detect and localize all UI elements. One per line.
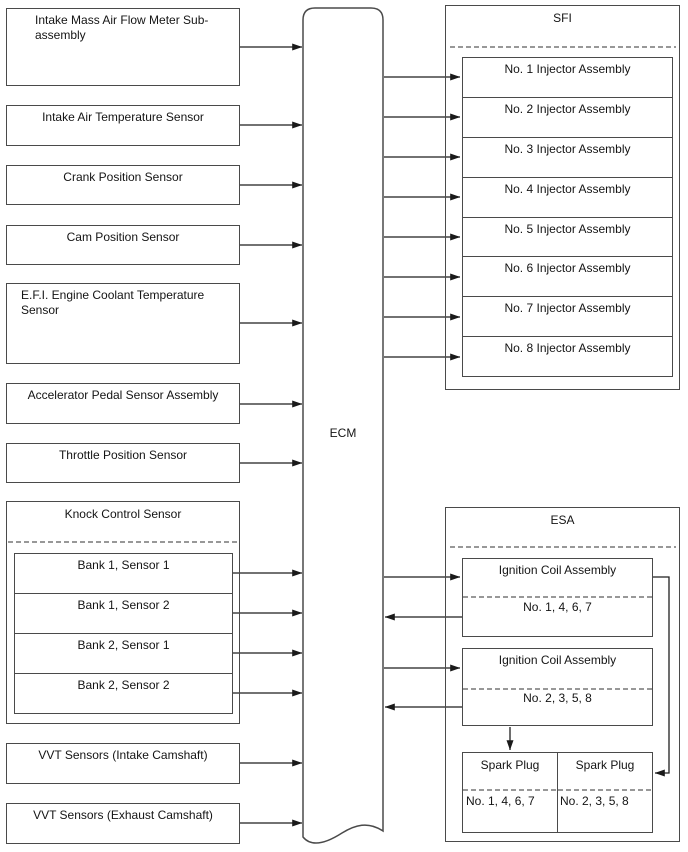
box-ignition-coil-1: Ignition Coil Assembly No. 1, 4, 6, 7 xyxy=(462,558,653,637)
sensor-to-ecm-arrows xyxy=(233,43,303,827)
ignition-coil-2-title: Ignition Coil Assembly xyxy=(498,653,617,667)
box-cam-position: Cam Position Sensor xyxy=(6,225,240,265)
spark-plug-2-group: No. 2, 3, 5, 8 xyxy=(560,794,629,808)
box-ignition-coil-2: Ignition Coil Assembly No. 2, 3, 5, 8 xyxy=(462,648,653,726)
box-throttle-position: Throttle Position Sensor xyxy=(6,443,240,483)
injector-row-3: No. 3 Injector Assembly xyxy=(463,138,672,178)
box-vvt-exhaust: VVT Sensors (Exhaust Camshaft) xyxy=(6,803,240,844)
injector-rows: No. 1 Injector Assembly No. 2 Injector A… xyxy=(462,57,673,377)
injector-row-8: No. 8 Injector Assembly xyxy=(504,341,631,356)
spark-plug-1-title: Spark Plug xyxy=(480,758,540,772)
knock-row-bank1-sensor1: Bank 1, Sensor 1 xyxy=(15,554,232,594)
ignition-coil-1-title: Ignition Coil Assembly xyxy=(498,563,617,577)
ignition-coil-1-group: No. 1, 4, 6, 7 xyxy=(523,600,592,614)
esa-title: ESA xyxy=(550,513,575,527)
box-esa: ESA xyxy=(445,507,680,842)
box-intake-air-temp-label: Intake Air Temperature Sensor xyxy=(42,110,204,124)
box-crank-position: Crank Position Sensor xyxy=(6,165,240,205)
injector-row-7: No. 7 Injector Assembly xyxy=(463,297,672,338)
box-sfi: SFI xyxy=(445,5,680,390)
box-accelerator-pedal: Accelerator Pedal Sensor Assembly xyxy=(6,383,240,424)
box-intake-maf: Intake Mass Air Flow Meter Sub-assembly xyxy=(6,8,240,86)
box-intake-maf-label: Intake Mass Air Flow Meter Sub-assembly xyxy=(35,13,209,42)
box-vvt-exhaust-label: VVT Sensors (Exhaust Camshaft) xyxy=(33,808,213,822)
box-intake-air-temp: Intake Air Temperature Sensor xyxy=(6,105,240,146)
sfi-title: SFI xyxy=(553,11,572,25)
box-vvt-intake: VVT Sensors (Intake Camshaft) xyxy=(6,743,240,784)
ecm-shape xyxy=(302,7,384,844)
knock-sensor-rows: Bank 1, Sensor 1 Bank 1, Sensor 2 Bank 2… xyxy=(14,553,233,714)
ecm-esa-arrows xyxy=(384,573,670,777)
box-efi-coolant-temp-label: E.F.I. Engine Coolant Temperature Sensor xyxy=(21,288,205,317)
knock-row-bank1-sensor2: Bank 1, Sensor 2 xyxy=(15,594,232,634)
spark-plug-2-title: Spark Plug xyxy=(575,758,635,772)
spark-plug-cell-2: Spark Plug No. 2, 3, 5, 8 xyxy=(557,753,652,832)
dashed-separators xyxy=(8,46,676,791)
injector-row-5: No. 5 Injector Assembly xyxy=(463,218,672,258)
knock-row-bank2-sensor1: Bank 2, Sensor 1 xyxy=(15,634,232,674)
injector-row-2: No. 2 Injector Assembly xyxy=(463,98,672,138)
box-knock-control-title: Knock Control Sensor xyxy=(64,507,182,521)
injector-row-4: No. 4 Injector Assembly xyxy=(463,178,672,218)
spark-plug-cell-1: Spark Plug No. 1, 4, 6, 7 xyxy=(463,753,557,832)
box-cam-position-label: Cam Position Sensor xyxy=(66,230,180,244)
injector-row-6: No. 6 Injector Assembly xyxy=(463,257,672,298)
box-accelerator-pedal-label: Accelerator Pedal Sensor Assembly xyxy=(27,388,219,402)
injector-row-1: No. 1 Injector Assembly xyxy=(463,58,672,98)
box-spark-plugs: Spark Plug No. 1, 4, 6, 7 Spark Plug No.… xyxy=(462,752,653,833)
ecm-to-injector-arrows xyxy=(384,73,461,361)
ecm-label: ECM xyxy=(329,426,357,440)
box-vvt-intake-label: VVT Sensors (Intake Camshaft) xyxy=(38,748,208,762)
box-throttle-position-label: Throttle Position Sensor xyxy=(58,448,188,462)
box-knock-control: Knock Control Sensor xyxy=(6,501,240,724)
box-efi-coolant-temp: E.F.I. Engine Coolant Temperature Sensor xyxy=(6,283,240,364)
box-crank-position-label: Crank Position Sensor xyxy=(63,170,183,184)
ignition-coil-2-group: No. 2, 3, 5, 8 xyxy=(523,691,592,705)
spark-plug-1-group: No. 1, 4, 6, 7 xyxy=(466,794,535,808)
knock-row-bank2-sensor2: Bank 2, Sensor 2 xyxy=(77,678,170,692)
